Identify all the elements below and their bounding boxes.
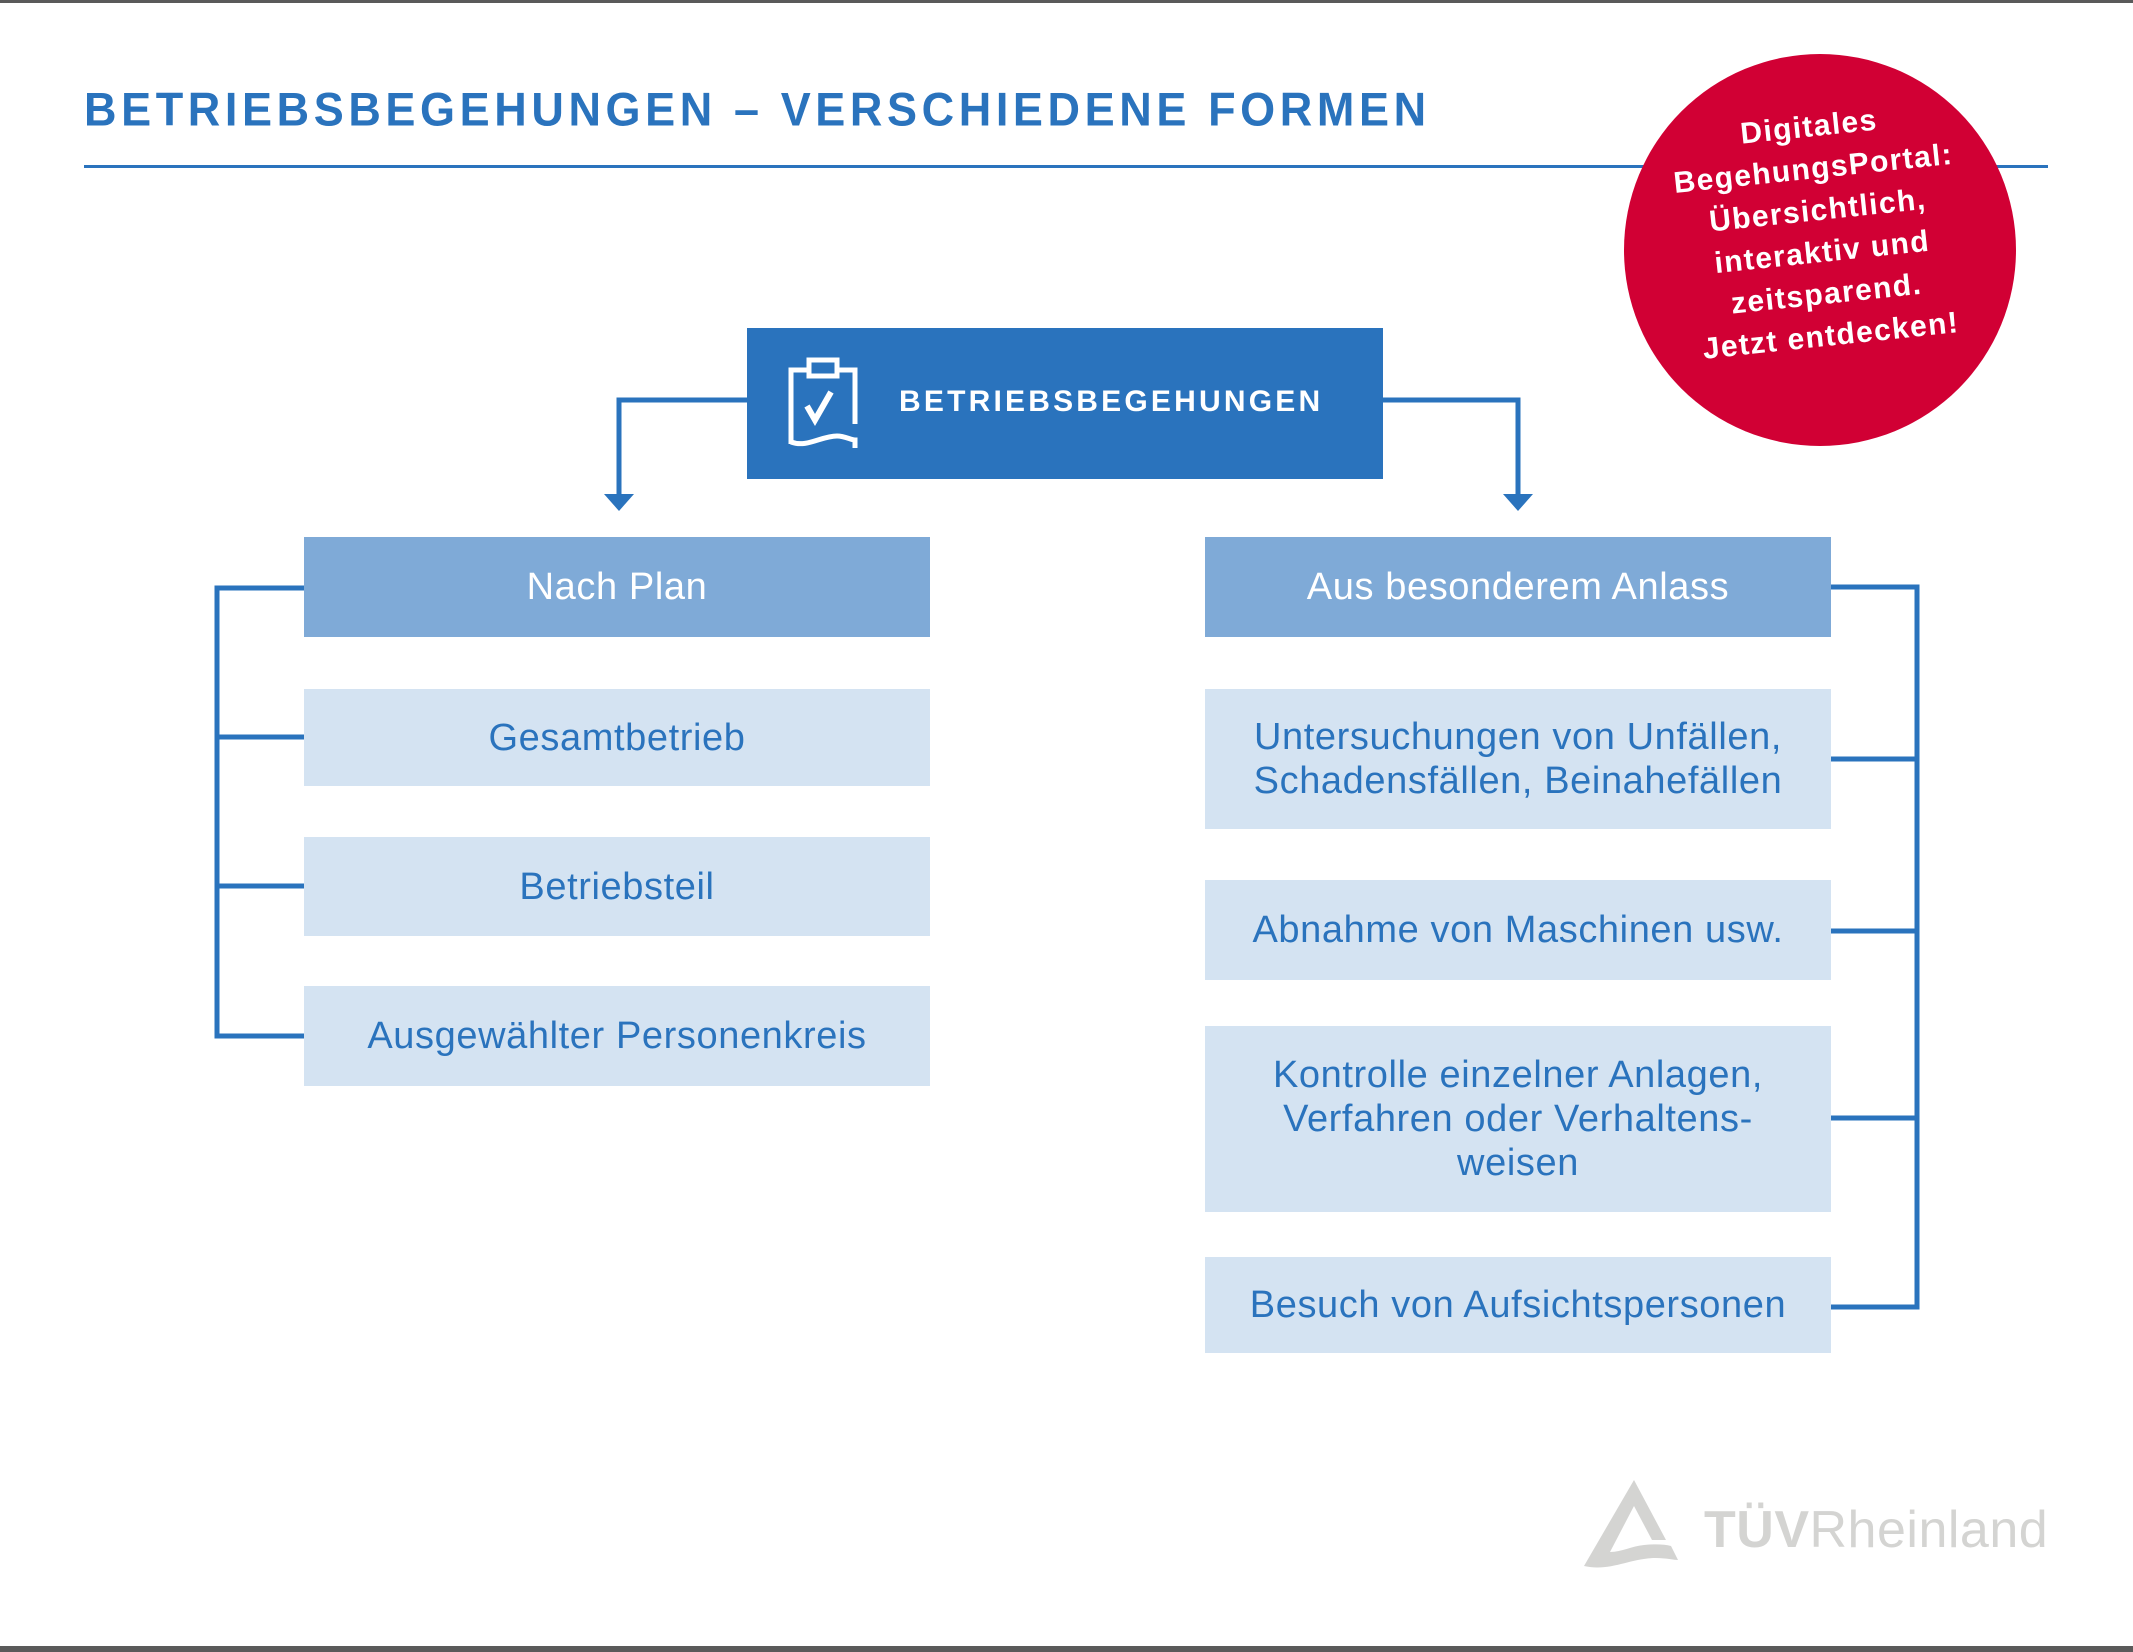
- arrow-down-left-icon: [604, 494, 634, 511]
- root-node: BETRIEBSBEGEHUNGEN: [747, 328, 1383, 479]
- left-item-betriebsteil: Betriebsteil: [304, 837, 930, 936]
- frame-bottom-border: [0, 1646, 2133, 1652]
- title-divider: [84, 165, 2048, 168]
- portal-promo-badge[interactable]: Digitales BegehungsPortal: Übersichtlich…: [1624, 54, 2016, 446]
- root-label: BETRIEBSBEGEHUNGEN: [899, 385, 1324, 418]
- logo-wordmark: TÜVRheinland: [1704, 1500, 2048, 1560]
- clipboard-check-icon: [788, 357, 858, 448]
- arrow-down-right-icon: [1503, 494, 1533, 511]
- logo-brand-regular: Rheinland: [1809, 1501, 2049, 1559]
- left-item-personenkreis: Ausgewählter Personenkreis: [304, 986, 930, 1086]
- tuv-triangle-icon: [1584, 1480, 1678, 1568]
- connector-root-right: [1383, 397, 1521, 496]
- frame-top-border: [0, 0, 2133, 3]
- left-branch-heading: Nach Plan: [304, 537, 930, 637]
- connector-root-left: [616, 397, 747, 496]
- logo-brand-bold: TÜV: [1704, 1501, 1810, 1559]
- portal-promo-text[interactable]: Digitales BegehungsPortal: Übersichtlich…: [1672, 103, 1961, 366]
- right-bracket: [1831, 584, 1920, 1310]
- right-item-kontrolle: Kontrolle einzelner Anlagen, Verfahren o…: [1205, 1026, 1831, 1212]
- right-item-untersuchungen: Untersuchungen von Unfällen, Schadensfäl…: [1205, 689, 1831, 829]
- left-item-gesamtbetrieb: Gesamtbetrieb: [304, 689, 930, 786]
- right-item-besuch: Besuch von Aufsichtspersonen: [1205, 1257, 1831, 1353]
- page-title: BETRIEBSBEGEHUNGEN – VERSCHIEDENE FORMEN: [84, 82, 1431, 137]
- right-branch-heading: Aus besonderem Anlass: [1205, 537, 1831, 637]
- left-bracket: [214, 585, 304, 1039]
- tuv-rheinland-logo: TÜVRheinland: [1580, 1478, 2060, 1573]
- right-item-abnahme: Abnahme von Maschinen usw.: [1205, 880, 1831, 980]
